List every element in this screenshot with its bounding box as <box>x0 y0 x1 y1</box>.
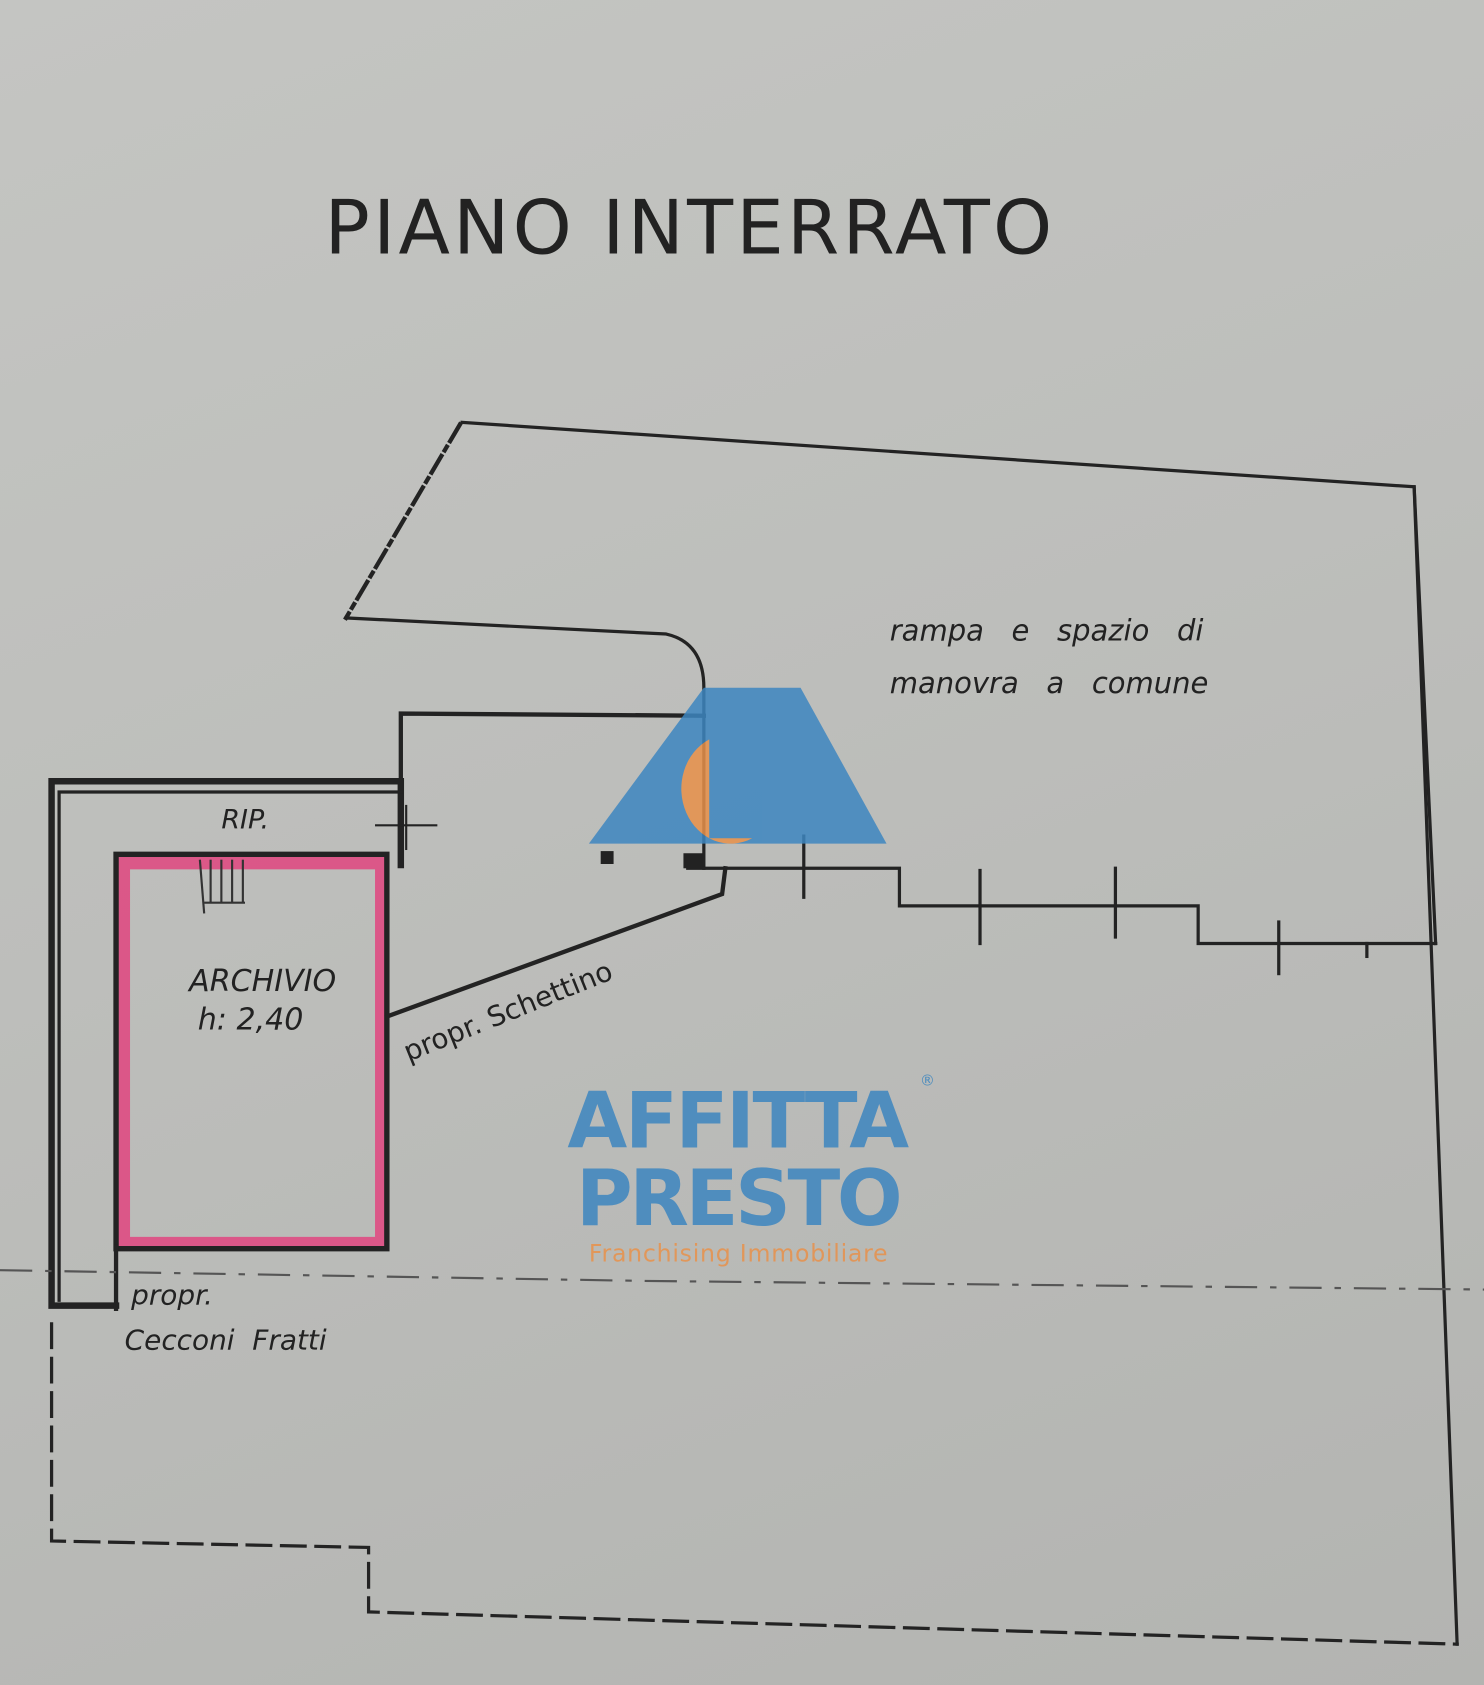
closet-walls <box>48 778 438 1309</box>
outer-boundary <box>343 420 1459 1646</box>
house-roof-icon <box>588 687 887 844</box>
closet-label: RIP. <box>221 805 269 836</box>
archive-height-label: h: 2,40 <box>198 1002 304 1037</box>
archive-label: ARCHIVIO <box>187 964 336 999</box>
ramp-step-line <box>384 834 1438 1020</box>
lower-boundary <box>49 1322 1459 1646</box>
sun-icon <box>681 739 753 844</box>
fold-line <box>0 1269 1484 1291</box>
common-area-label: rampa e spazio di <box>890 613 1204 647</box>
common-area-label: manovra a comune <box>890 666 1209 700</box>
watermark-registered: ® <box>920 1071 935 1089</box>
plan-title: PIANO INTERRATO <box>325 184 1056 272</box>
archive-room <box>113 851 390 1312</box>
column-marker <box>683 853 703 869</box>
column-marker <box>600 851 614 864</box>
watermark-brand-line2: PRESTO <box>576 1154 903 1244</box>
watermark-logo: AFFITTA ® PRESTO Franchising Immobiliare <box>567 687 935 1268</box>
stair-icon <box>198 859 246 914</box>
neighbor-cecconi-label: propr. <box>130 1279 213 1312</box>
watermark-tagline: Franchising Immobiliare <box>589 1240 888 1268</box>
watermark-brand-line1: AFFITTA <box>567 1077 909 1167</box>
neighbor-cecconi-label: Cecconi Fratti <box>125 1324 327 1357</box>
